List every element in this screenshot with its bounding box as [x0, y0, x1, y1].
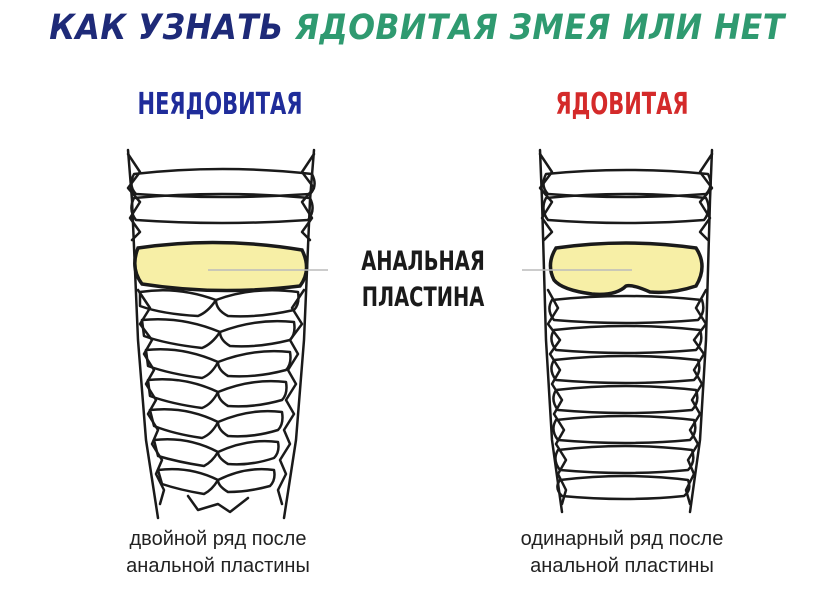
venomous-caption: одинарный ряд после анальной пластины — [452, 526, 792, 580]
anal-plate-label: АНАЛЬНАЯ ПЛАСТИНА — [347, 244, 498, 316]
non-venomous-snake-scales-diagram — [126, 148, 328, 520]
page-title: КАК УЗНАТЬ ЯДОВИТАЯ ЗМЕЯ ИЛИ НЕТ — [42, 6, 793, 50]
non-venomous-caption-line1: двойной ряд после — [129, 528, 307, 550]
right-ventral-scale — [542, 192, 710, 225]
venomous-snake-scales-diagram — [522, 148, 714, 514]
non-venomous-heading: НЕЯДОВИТАЯ — [137, 87, 303, 122]
title-part-2: ЯДОВИТАЯ ЗМЕЯ ИЛИ НЕТ — [294, 8, 785, 48]
left-body-outline-right — [282, 148, 316, 520]
non-venomous-caption: двойной ряд после анальной пластины — [48, 526, 388, 580]
venomous-heading: ЯДОВИТАЯ — [555, 87, 689, 122]
title-part-1: КАК УЗНАТЬ — [49, 8, 295, 48]
non-venomous-caption-line2: анальной пластины — [126, 555, 310, 577]
right-subcaudal-single-row — [546, 288, 708, 506]
left-anal-plate — [133, 240, 309, 293]
anal-plate-label-line1: АНАЛЬНАЯ — [361, 246, 485, 277]
left-subcaudal-double-row — [138, 288, 300, 496]
venomous-caption-line1: одинарный ряд после — [520, 528, 724, 550]
left-ventral-scale — [130, 192, 314, 225]
venomous-caption-line2: анальной пластины — [530, 555, 714, 577]
anal-plate-label-line2: ПЛАСТИНА — [361, 282, 485, 313]
right-anal-plate — [548, 241, 704, 297]
